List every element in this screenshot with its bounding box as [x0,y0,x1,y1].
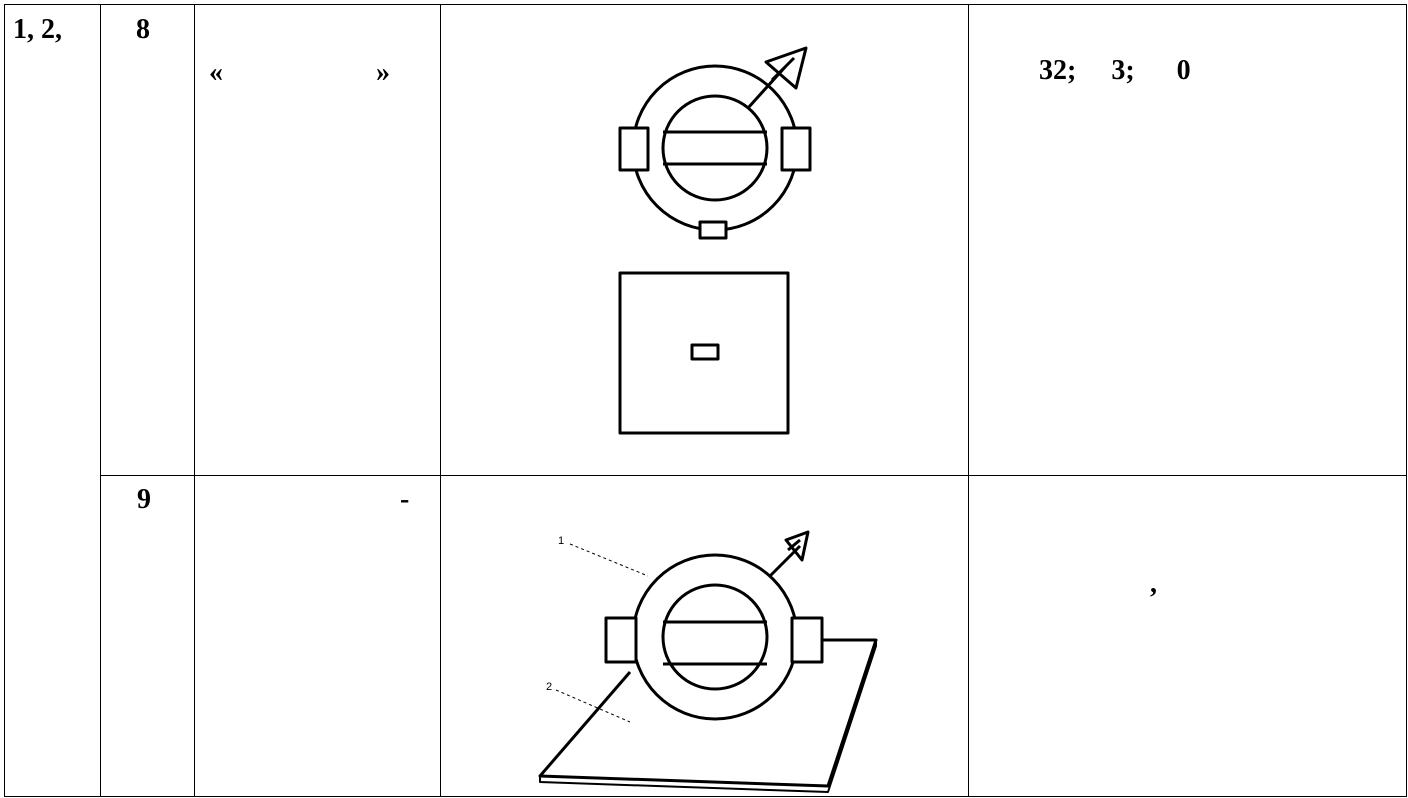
name-open-quote: « [209,57,223,88]
row-number-8: 8 [136,14,150,45]
name-dash: - [400,484,410,515]
plate-slot-icon [690,343,720,361]
row-number-9: 9 [137,484,151,515]
table-row-divider [100,475,1407,476]
table-border-left [4,4,5,797]
column-divider-1 [100,4,101,797]
arrow-icon [766,530,810,580]
callout-1-leader [569,543,649,577]
base-plate-icon [538,638,878,788]
callout-2-leader [555,689,631,723]
emblem-ring-icon [635,82,803,250]
result-comma-row-2: , [1150,568,1157,599]
table-border-right [1406,4,1407,797]
plate-icon [618,271,790,435]
column-divider-3 [440,4,441,797]
callout-2-label: 2 [546,681,552,693]
table-border-top [4,4,1407,5]
column-divider-2 [194,4,195,797]
arrow-icon [746,46,808,110]
result-text-row-1: 32; 3; 0 [1039,55,1191,86]
column-divider-4 [968,4,969,797]
table-border-bottom [4,796,1407,797]
group-label: 1, 2, [13,14,62,45]
callout-1-label: 1 [558,535,564,547]
name-close-quote: » [376,57,390,88]
